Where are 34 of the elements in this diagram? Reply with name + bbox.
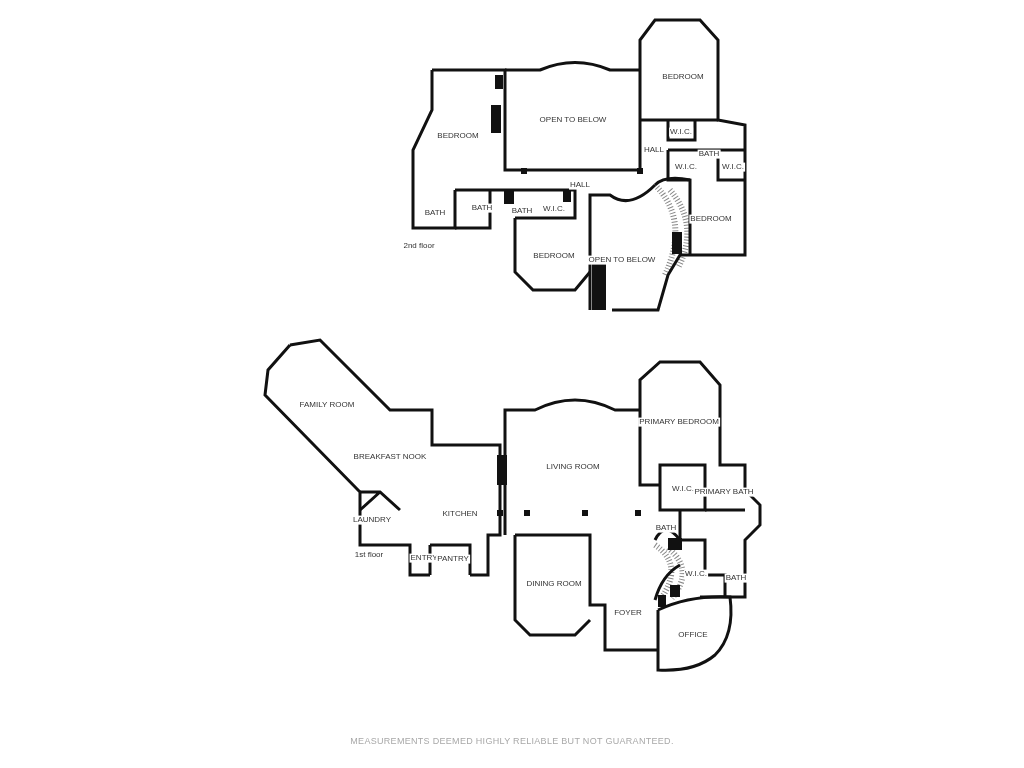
room-label: BATH — [697, 149, 721, 159]
room-label: BEDROOM — [436, 131, 480, 141]
room-label: BATH — [724, 573, 748, 583]
room-label: PRIMARY BATH — [693, 487, 755, 497]
room-label: LIVING ROOM — [545, 462, 601, 472]
room-label: FOYER — [613, 608, 643, 618]
room-label: OPEN TO BELOW — [587, 255, 657, 265]
room-label: FAMILY ROOM — [298, 400, 356, 410]
room-label: BATH — [654, 523, 678, 533]
room-label: W.I.C. — [671, 484, 695, 494]
room-label: W.I.C. — [674, 162, 698, 172]
floor-label: 1st floor — [353, 550, 385, 560]
room-label: BEDROOM — [689, 214, 733, 224]
room-label: BEDROOM — [661, 72, 705, 82]
disclaimer-note: MEASUREMENTS DEEMED HIGHLY RELIABLE BUT NOT GUARANTEED. — [349, 737, 675, 747]
room-label: PANTRY — [436, 554, 470, 564]
floor-label: 2nd floor — [402, 241, 436, 251]
room-label: PRIMARY BEDROOM — [638, 417, 720, 427]
room-label: W.I.C. — [542, 204, 566, 214]
room-label: LAUNDRY — [351, 515, 393, 525]
room-label: KITCHEN — [441, 509, 479, 519]
room-label: BATH — [510, 206, 534, 216]
room-label: DINING ROOM — [525, 579, 583, 589]
room-label: OFFICE — [677, 630, 709, 640]
room-label: BATH — [470, 203, 494, 213]
room-label: HALL — [569, 180, 591, 190]
room-label: BATH — [423, 208, 447, 218]
room-label: W.I.C. — [684, 569, 708, 579]
room-label: W.I.C. — [721, 162, 745, 172]
room-label: W.I.C. — [669, 127, 693, 137]
room-label: HALL — [643, 145, 665, 155]
room-label: OPEN TO BELOW — [538, 115, 608, 125]
room-label: BEDROOM — [532, 251, 576, 261]
room-label: BREAKFAST NOOK — [352, 452, 428, 462]
